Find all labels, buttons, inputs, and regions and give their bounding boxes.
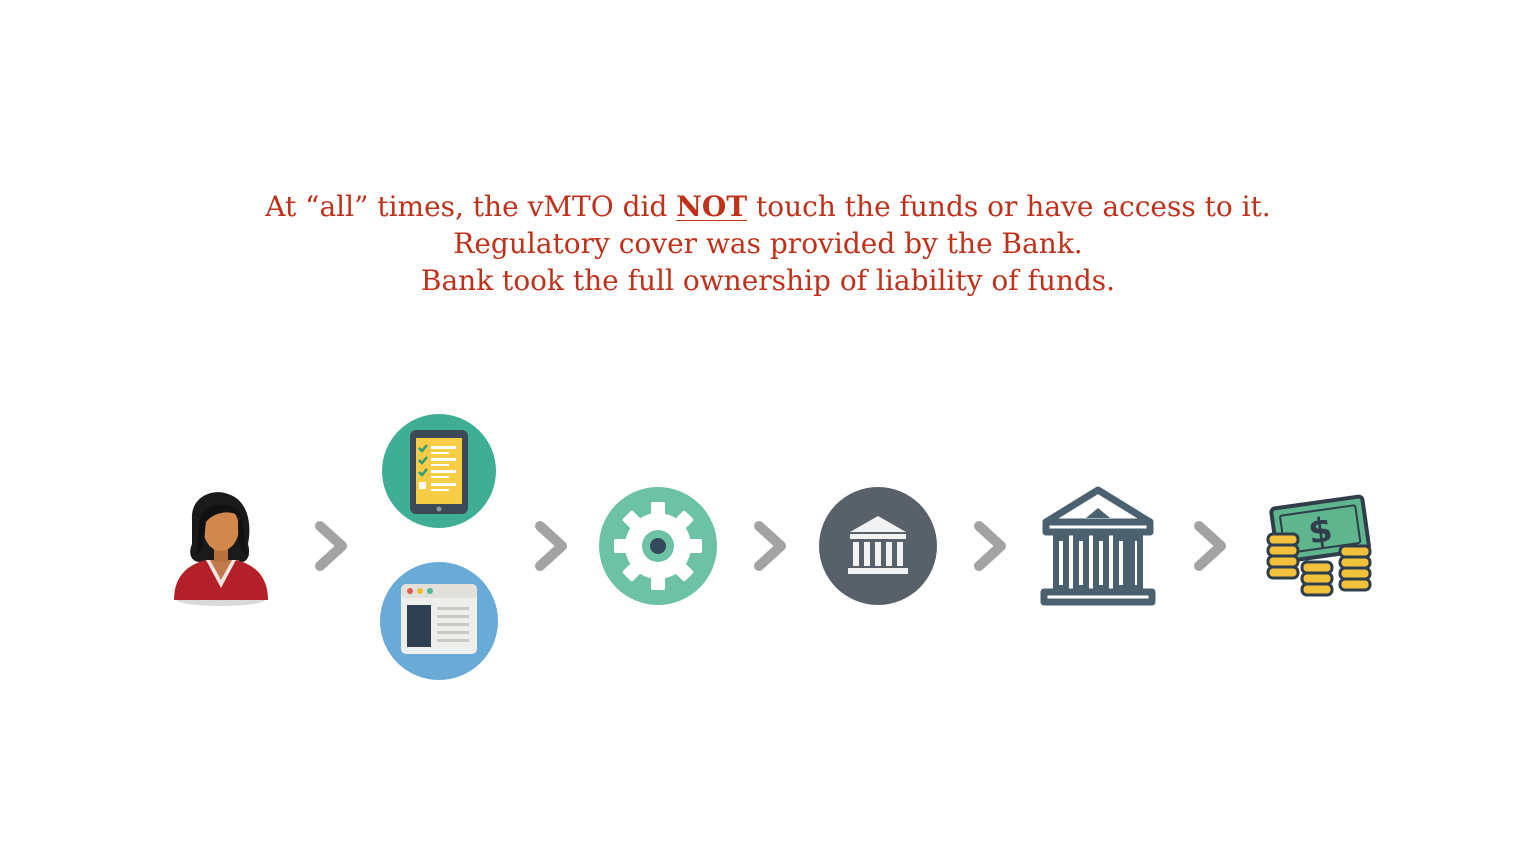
svg-text:$: $ <box>1306 510 1335 553</box>
bank-circle-icon <box>818 486 938 606</box>
headline-line-3: Bank took the full ownership of liabilit… <box>420 264 1116 297</box>
headline-emphasis: NOT <box>676 190 748 223</box>
bank-building-icon <box>1038 484 1158 608</box>
user-woman-icon <box>166 488 276 608</box>
headline-line-1-start: At “all” times, the vMTO did <box>265 190 677 223</box>
gear-icon <box>598 486 718 606</box>
headline-line-2: Regulatory cover was provided by the Ban… <box>453 227 1083 260</box>
chevron-right-icon <box>753 520 789 576</box>
chevron-right-icon <box>1193 520 1229 576</box>
headline-line-1-end: touch the funds or have access to it. <box>747 190 1271 223</box>
money-coins-icon: $ <box>1262 490 1376 606</box>
chevron-right-icon <box>973 520 1009 576</box>
tablet-checklist-icon <box>381 413 497 529</box>
headline-line-1: At “all” times, the vMTO did NOT touch t… <box>0 188 1536 225</box>
chevron-right-icon <box>534 520 570 576</box>
browser-window-icon <box>379 561 499 681</box>
headline-text: At “all” times, the vMTO did NOT touch t… <box>0 188 1536 299</box>
chevron-right-icon <box>314 520 350 576</box>
